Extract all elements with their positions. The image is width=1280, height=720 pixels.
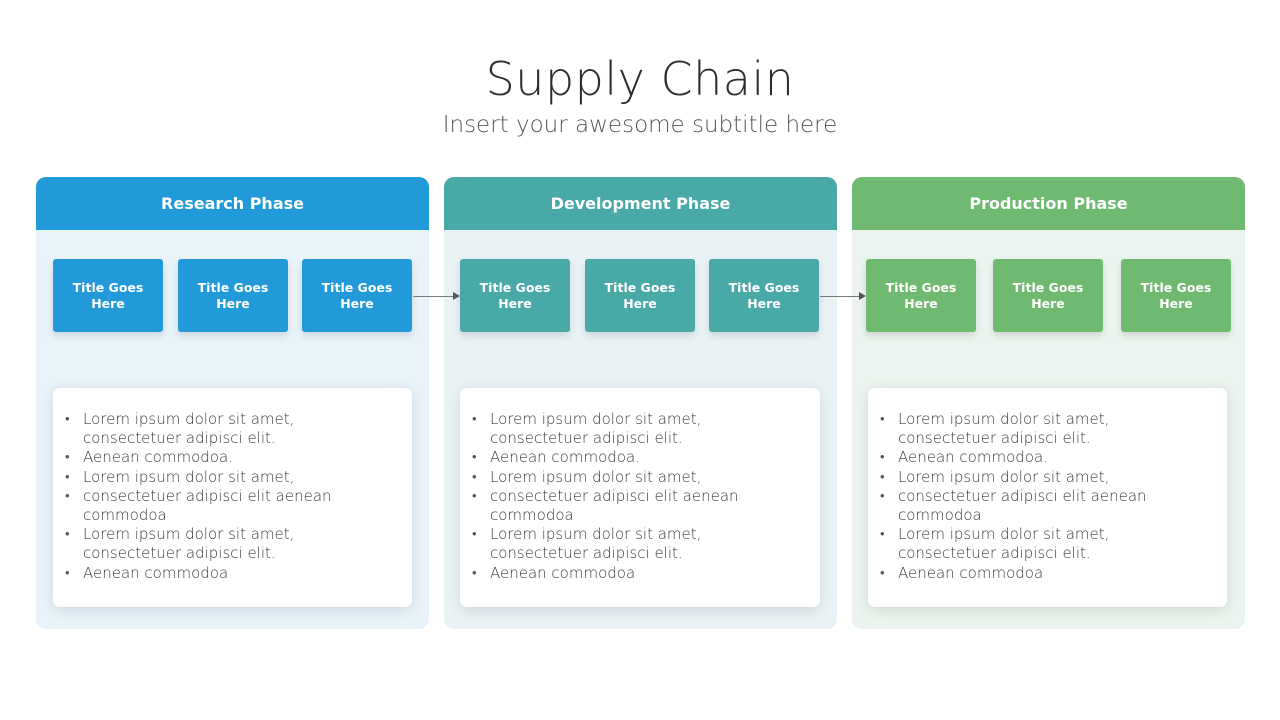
bullet-card: Lorem ipsum dolor sit amet, consectetuer… <box>53 388 412 607</box>
list-item: Lorem ipsum dolor sit amet, consectetuer… <box>880 525 1205 563</box>
list-item: Lorem ipsum dolor sit amet, consectetuer… <box>65 525 390 563</box>
bullet-list: Lorem ipsum dolor sit amet, consectetuer… <box>880 410 1205 583</box>
bullet-list: Lorem ipsum dolor sit amet, consectetuer… <box>65 410 390 583</box>
connector-arrow <box>820 292 866 300</box>
list-item: Lorem ipsum dolor sit amet, <box>65 468 390 487</box>
step-box: Title Goes Here <box>1121 259 1231 332</box>
list-item: Lorem ipsum dolor sit amet, consectetuer… <box>472 410 798 448</box>
phase-body-research: Title Goes Here Title Goes Here Title Go… <box>36 230 429 629</box>
list-item: Lorem ipsum dolor sit amet, <box>472 468 798 487</box>
step-label: Title Goes Here <box>604 279 676 311</box>
list-item: Lorem ipsum dolor sit amet, <box>880 468 1205 487</box>
phase-header-research: Research Phase <box>36 177 429 230</box>
list-item: Lorem ipsum dolor sit amet, consectetuer… <box>472 525 798 563</box>
list-item: consectetuer adipisci elit aenean commod… <box>880 487 1205 525</box>
step-label: Title Goes Here <box>197 279 269 311</box>
step-box: Title Goes Here <box>302 259 412 332</box>
arrow-line <box>413 296 454 297</box>
bullet-card: Lorem ipsum dolor sit amet, consectetuer… <box>460 388 820 607</box>
step-label: Title Goes Here <box>1140 279 1212 311</box>
list-item: Aenean commodoa <box>472 564 798 583</box>
arrow-head-icon <box>859 292 866 300</box>
list-item: Aenean commodoa <box>880 564 1205 583</box>
bullet-card: Lorem ipsum dolor sit amet, consectetuer… <box>868 388 1227 607</box>
step-box: Title Goes Here <box>53 259 163 332</box>
step-box: Title Goes Here <box>585 259 695 332</box>
step-label: Title Goes Here <box>885 279 957 311</box>
list-item: consectetuer adipisci elit aenean commod… <box>472 487 798 525</box>
step-label: Title Goes Here <box>479 279 551 311</box>
list-item: Aenean commodoa. <box>880 448 1205 467</box>
phase-production: Production Phase Title Goes Here Title G… <box>852 177 1245 629</box>
step-box: Title Goes Here <box>709 259 819 332</box>
step-label: Title Goes Here <box>321 279 393 311</box>
arrow-line <box>820 296 860 297</box>
bullet-list: Lorem ipsum dolor sit amet, consectetuer… <box>472 410 798 583</box>
list-item: Lorem ipsum dolor sit amet, consectetuer… <box>65 410 390 448</box>
list-item: Aenean commodoa. <box>65 448 390 467</box>
connector-arrow <box>413 292 460 300</box>
page-subtitle: Insert your awesome subtitle here <box>442 112 838 138</box>
step-box: Title Goes Here <box>178 259 288 332</box>
phase-header-development: Development Phase <box>444 177 837 230</box>
step-label: Title Goes Here <box>728 279 800 311</box>
step-label: Title Goes Here <box>72 279 144 311</box>
phase-body-development: Title Goes Here Title Goes Here Title Go… <box>444 230 837 629</box>
arrow-head-icon <box>453 292 460 300</box>
step-box: Title Goes Here <box>993 259 1103 332</box>
phase-body-production: Title Goes Here Title Goes Here Title Go… <box>852 230 1245 629</box>
list-item: Aenean commodoa. <box>472 448 798 467</box>
page-title: Supply Chain <box>485 52 795 106</box>
step-box: Title Goes Here <box>866 259 976 332</box>
step-box: Title Goes Here <box>460 259 570 332</box>
phase-development: Development Phase Title Goes Here Title … <box>444 177 837 629</box>
list-item: Aenean commodoa <box>65 564 390 583</box>
step-label: Title Goes Here <box>1012 279 1084 311</box>
list-item: consectetuer adipisci elit aenean commod… <box>65 487 390 525</box>
phase-research: Research Phase Title Goes Here Title Goe… <box>36 177 429 629</box>
phase-header-production: Production Phase <box>852 177 1245 230</box>
list-item: Lorem ipsum dolor sit amet, consectetuer… <box>880 410 1205 448</box>
